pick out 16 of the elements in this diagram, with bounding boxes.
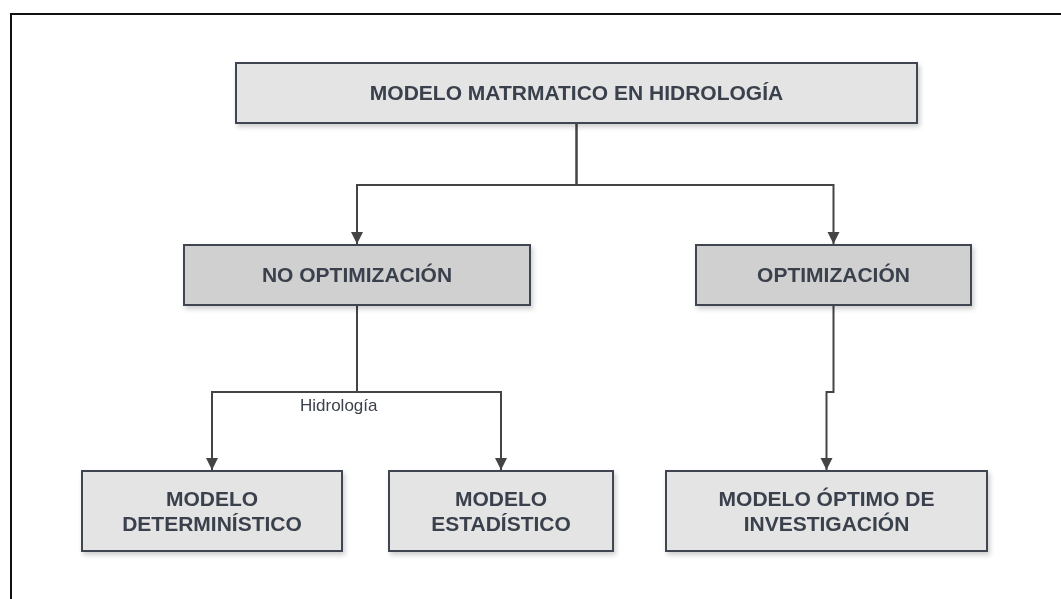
box-label: NO OPTIMIZACIÓN [261, 262, 453, 288]
arrow [575, 123, 840, 245]
process-box [388, 470, 614, 552]
box-label: OPTIMIZACIÓN [757, 262, 910, 288]
arrow [820, 305, 835, 471]
process-box [81, 470, 343, 552]
box-label: MODELO MATRMATICO EN HIDROLOGÍA [369, 80, 784, 106]
branch-label: Hidrología [300, 396, 378, 416]
process-box [695, 244, 972, 306]
process-box [235, 62, 918, 124]
process-box [665, 470, 988, 552]
box-label: MODELO DETERMINÍSTICO [121, 485, 303, 537]
box-label: MODELO ÓPTIMO DE INVESTIGACIÓN [717, 485, 936, 537]
process-box [183, 244, 531, 306]
arrow [356, 305, 507, 471]
box-label: MODELO ESTADÍSTICO [430, 485, 572, 537]
